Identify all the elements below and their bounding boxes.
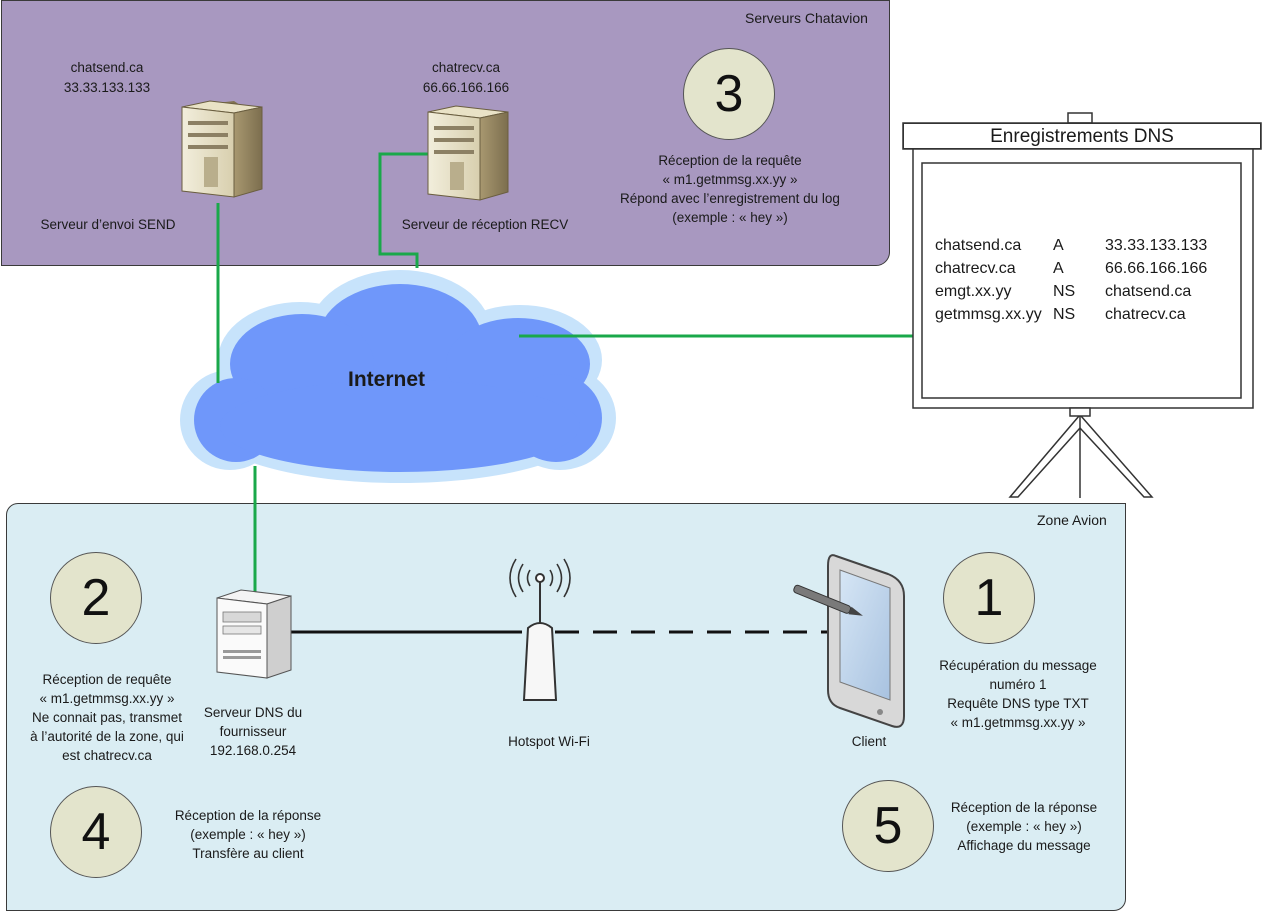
dns-record-type: A: [1053, 260, 1064, 277]
step-1-description: Récupération du message numéro 1 Requête…: [925, 656, 1111, 732]
step-3-line: Réception de la requête: [658, 153, 802, 168]
dns-record-row: chatrecv.ca A 66.66.166.166: [935, 257, 1235, 280]
dns-record-type: A: [1053, 237, 1064, 254]
step-4-line: (exemple : « hey »): [190, 827, 306, 842]
step-2-badge: 2: [50, 552, 142, 644]
step-4-line: Réception de la réponse: [174, 808, 322, 823]
dns-record-value: chatrecv.ca: [1105, 306, 1186, 323]
step-2-line: « m1.getmmsg.xx.yy »: [39, 691, 175, 706]
step-3-line: « m1.getmmsg.xx.yy »: [662, 172, 798, 187]
tablet-icon: [793, 554, 905, 728]
step-1-line: « m1.getmmsg.xx.yy »: [950, 715, 1086, 730]
step-1-line: numéro 1: [989, 677, 1047, 692]
step-2-line: Réception de requête: [42, 672, 172, 687]
step-1-line: Requête DNS type TXT: [947, 696, 1089, 711]
step-1-line: Récupération du message: [939, 658, 1097, 673]
dns-provider-caption-line: Serveur DNS du: [203, 705, 303, 720]
server-send-ip: 33.33.133.133: [63, 80, 151, 95]
dns-provider-caption-line: fournisseur: [219, 724, 287, 739]
server-icon: [216, 589, 292, 679]
dns-record-row: getmmsg.xx.yy NS chatrecv.ca: [935, 303, 1235, 326]
server-icon: [181, 100, 263, 198]
dns-record-row: emgt.xx.yy NS chatsend.ca: [935, 280, 1235, 303]
step-5-line: Affichage du message: [957, 838, 1091, 853]
step-4-description: Réception de la réponse (exemple : « hey…: [160, 806, 336, 863]
wifi-hotspot-icon: [509, 558, 571, 701]
link-recv-internet: [378, 152, 470, 268]
projector-screen-titlebar: [903, 123, 1261, 149]
dns-board-title: Enregistrements DNS: [990, 126, 1174, 147]
dns-record-row: chatsend.ca A 33.33.133.133: [935, 234, 1235, 257]
server-recv-domain: chatrecv.ca: [431, 60, 501, 75]
dns-record-type: NS: [1053, 306, 1076, 323]
client-label: Client: [851, 734, 887, 749]
step-3-line: Répond avec l’enregistrement du log: [620, 191, 840, 206]
step-2-line: Ne connait pas, transmet: [31, 710, 183, 725]
dns-record-name: emgt.xx.yy: [935, 283, 1012, 300]
dns-record-value: chatsend.ca: [1105, 283, 1192, 300]
dns-records-table: chatsend.ca A 33.33.133.133 chatrecv.ca …: [935, 234, 1235, 326]
server-recv-ip: 66.66.166.166: [422, 80, 510, 95]
zone-avion: [6, 503, 1126, 911]
dns-provider-caption-line: 192.168.0.254: [209, 743, 297, 758]
step-4-badge: 4: [50, 786, 142, 878]
dns-record-name: chatrecv.ca: [935, 260, 1016, 277]
step-2-line: est chatrecv.ca: [62, 748, 152, 763]
zone-avion-title: Zone Avion: [1037, 512, 1107, 528]
projector-screen-icon: [902, 112, 1262, 498]
server-send-caption: Serveur d’envoi SEND: [40, 217, 176, 232]
step-3-line: (exemple : « hey »): [672, 210, 788, 225]
dns-provider-caption: Serveur DNS du fournisseur 192.168.0.254: [190, 703, 316, 760]
step-3-description: Réception de la requête « m1.getmmsg.xx.…: [600, 151, 860, 227]
step-2-description: Réception de requête « m1.getmmsg.xx.yy …: [14, 670, 200, 765]
server-send-domain: chatsend.ca: [70, 60, 144, 75]
step-3-badge: 3: [683, 48, 775, 140]
dns-record-name: getmmsg.xx.yy: [935, 306, 1042, 323]
step-5-badge: 5: [842, 780, 934, 872]
cloud-icon: [180, 270, 616, 483]
step-5-line: (exemple : « hey »): [966, 819, 1082, 834]
hotspot-label: Hotspot Wi-Fi: [508, 734, 590, 749]
server-icon: [427, 105, 509, 201]
step-4-line: Transfère au client: [192, 846, 304, 861]
step-1-badge: 1: [943, 552, 1035, 644]
dns-record-name: chatsend.ca: [935, 237, 1022, 254]
zone-chatavion-title: Serveurs Chatavion: [745, 10, 868, 26]
step-5-line: Réception de la réponse: [950, 800, 1098, 815]
dns-record-value: 33.33.133.133: [1105, 237, 1208, 254]
step-2-line: à l’autorité de la zone, qui: [30, 729, 184, 744]
dns-record-value: 66.66.166.166: [1105, 260, 1208, 277]
server-recv-caption: Serveur de réception RECV: [401, 217, 569, 232]
internet-label: Internet: [348, 368, 426, 391]
step-5-description: Réception de la réponse (exemple : « hey…: [936, 798, 1112, 855]
dns-record-type: NS: [1053, 283, 1076, 300]
